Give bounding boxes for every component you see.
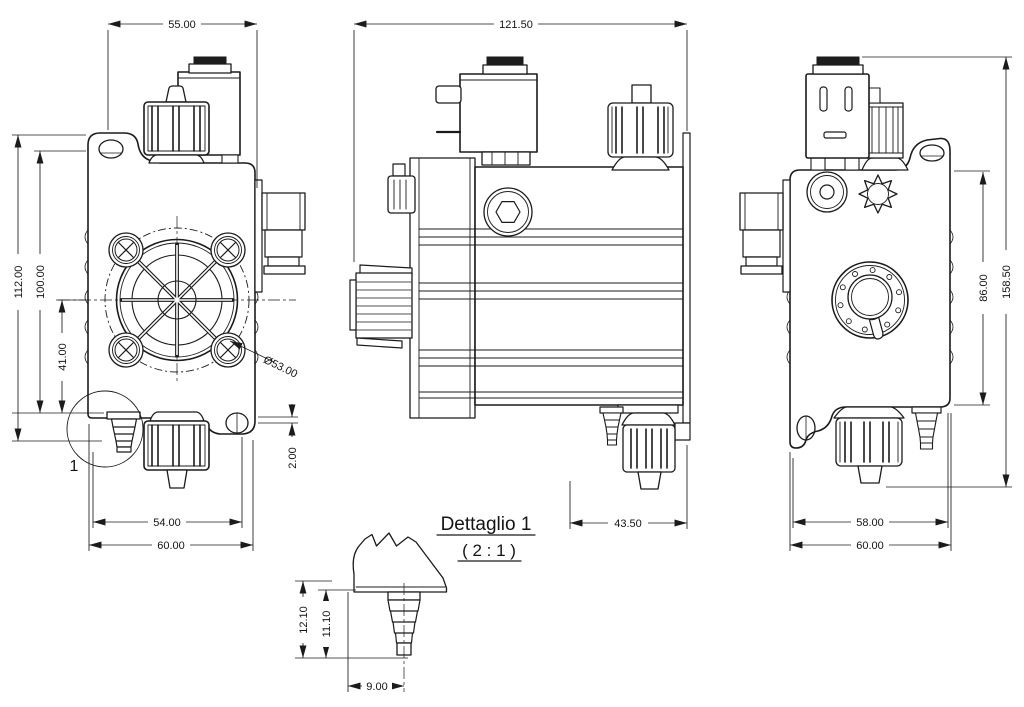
- side-dimensions: 121.50 43.50: [353, 17, 688, 530]
- connector-slot: [844, 86, 853, 112]
- dim-front-width-mount: 54.00: [153, 517, 181, 529]
- solenoid-side: [435, 56, 538, 166]
- head-screw: [210, 232, 246, 268]
- cable-gland-cap: [482, 64, 528, 75]
- head-screw: [108, 232, 144, 268]
- bleed-knob-side: [387, 163, 416, 214]
- priming-port: [806, 171, 848, 213]
- dim-back-width-mount: 58.00: [856, 517, 884, 529]
- back-dimensions: 86.00 158.50 58.00 60.00: [789, 56, 1013, 552]
- connector-prong: [435, 85, 462, 104]
- cable-gland-cap: [812, 64, 864, 75]
- dim-front-height-total: 112.00: [13, 266, 25, 299]
- dim-back-height-total: 158.50: [1001, 265, 1013, 299]
- dim-front-width-total: 60.00: [157, 540, 185, 552]
- connector-plate: [254, 179, 263, 293]
- connector-body: [261, 192, 306, 231]
- right-edge-ribs: [949, 229, 954, 365]
- connector-key-slot: [823, 131, 847, 139]
- hose-barb-front: [106, 411, 141, 453]
- solenoid-coil-side: [459, 73, 538, 153]
- front-view: 1 55.00 112.00 100.00 41.00: [11, 17, 306, 552]
- left-edge-ribs: [84, 229, 89, 365]
- din-connector: [805, 73, 870, 159]
- electrical-connector-back: [739, 179, 791, 293]
- valve-nut-back: [865, 102, 904, 159]
- dim-back-height-body: 86.00: [978, 274, 990, 302]
- hose-barb-side: [599, 406, 624, 446]
- detail-view: 12.10 11.10 9.00 Dettaglio 1 ( 2 : 1 ): [295, 514, 536, 693]
- housing-ribs: [418, 228, 684, 399]
- electrical-connector-front: [254, 179, 306, 293]
- cable-gland: [486, 56, 524, 66]
- dim-detail-barb-width: 9.00: [366, 681, 387, 693]
- cable-gland-cap: [188, 63, 232, 74]
- dim-front-height-port: 41.00: [57, 343, 69, 371]
- dim-front-bolt-circle: Ø53.00: [261, 354, 299, 381]
- detail-scale: ( 2 : 1 ): [462, 541, 516, 560]
- back-top-assembly: [805, 56, 909, 171]
- pump-bracket-outline: [87, 132, 256, 435]
- scalloped-knob: [858, 174, 898, 214]
- connector-slot: [819, 86, 828, 112]
- dim-side-length-rear: 43.50: [614, 518, 642, 530]
- side-view: 121.50 43.50: [349, 17, 691, 530]
- bottom-valve-back: [833, 406, 905, 484]
- bottom-valve-assembly: [143, 411, 210, 489]
- hex-socket-screw: [483, 187, 533, 237]
- detail-hose-barb: [387, 591, 421, 656]
- top-valve-assembly: [143, 56, 241, 164]
- dim-detail-barb-inner: 11.10: [321, 611, 333, 638]
- bolt-circle: [104, 227, 250, 373]
- dial-pointer-slot: [868, 316, 884, 340]
- dim-detail-barb-length: 12.10: [298, 606, 310, 634]
- detail-body-fragment: [352, 532, 448, 593]
- head-screw: [210, 332, 246, 368]
- valve-stub: [166, 469, 188, 489]
- detail-balloon-circle: [66, 390, 144, 468]
- pump-head-spokes: [120, 243, 234, 357]
- detail-balloon-label: 1: [70, 458, 79, 475]
- cable-gland: [193, 56, 227, 65]
- pump-head: [115, 238, 239, 362]
- valve-nut-top: [143, 101, 210, 156]
- hose-barb-back: [911, 406, 942, 450]
- valve-base-flange: [148, 154, 205, 164]
- cable-gland: [816, 56, 860, 66]
- mounting-slot-bottom-right: [225, 412, 249, 434]
- dim-front-width-top: 55.00: [168, 19, 196, 31]
- valve-base-flange: [149, 411, 205, 422]
- dim-back-width-total: 60.00: [856, 540, 884, 552]
- adjustment-dial: [831, 261, 909, 340]
- inlet-fitting-side: [349, 264, 413, 349]
- mounting-slot-top-right: [919, 144, 945, 162]
- outlet-fitting-side: [599, 404, 679, 490]
- detail-title: Dettaglio 1: [441, 514, 532, 535]
- bleed-plug: [165, 85, 187, 103]
- valve-knob-side: [607, 84, 674, 171]
- mounting-slot-top-left: [98, 139, 124, 159]
- back-view: 86.00 158.50 58.00 60.00: [739, 56, 1013, 552]
- head-screw: [108, 332, 144, 368]
- dim-front-height-body: 100.00: [35, 265, 47, 299]
- coil-foot: [221, 154, 239, 164]
- detail-dimensions: 12.10 11.10 9.00: [295, 580, 408, 693]
- pump-head-side: [409, 157, 476, 419]
- mounting-slot-bottom-left: [796, 415, 816, 441]
- dial-dots: [837, 267, 902, 333]
- solenoid-flange: [481, 151, 531, 166]
- pump-head-hub: [157, 280, 197, 320]
- dim-front-flange-offset: 2.00: [287, 447, 299, 468]
- dim-side-length-total: 121.50: [499, 19, 533, 31]
